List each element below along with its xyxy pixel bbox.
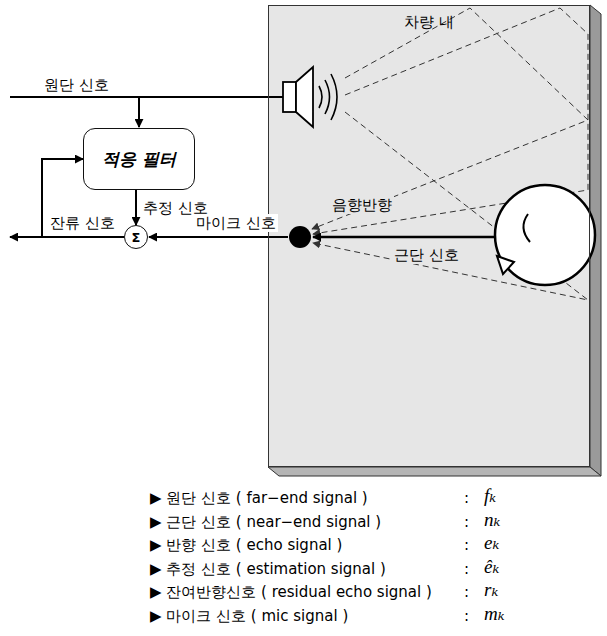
signal-label: 잔류 신호 [48, 214, 117, 232]
vehicle-depth-bottom [268, 467, 601, 476]
legend-term: ▶ 마이크 신호 ( mic signal ) [148, 607, 350, 625]
sound-wave [325, 80, 330, 114]
legend-symbol: rₖ [482, 581, 500, 599]
legend-symbol: mₖ [482, 605, 507, 623]
legend-term: ▶ 추정 신호 ( estimation signal ) [148, 560, 388, 578]
residual-output-arrow [10, 236, 43, 238]
legend-symbol: fₖ [482, 487, 498, 505]
legend-symbol: êₖ [482, 558, 501, 576]
signal-label: 마이크 신호 [194, 214, 278, 232]
adaptive-filter-box: 적응 필터 [83, 128, 195, 190]
node-text: 차량 내 [404, 13, 454, 466]
signal-label: 원단 신호 [42, 76, 111, 94]
legend-symbol: nₖ [482, 511, 502, 529]
legend-term: ▶ 근단 신호 ( near−end signal ) [148, 513, 383, 531]
vehicle-interior-box: 차량 내 [268, 5, 590, 467]
legend-symbol: eₖ [482, 534, 501, 552]
sound-wave [331, 74, 337, 120]
signal-label: 음향반향 [330, 196, 394, 214]
talker-mouth [497, 256, 514, 274]
summing-junction: Σ [124, 225, 148, 249]
legend-term: ▶ 원단 신호 ( far−end signal ) [148, 489, 370, 507]
speaker-body [283, 82, 296, 112]
legend-term: ▶ 반향 신호 ( echo signal ) [148, 536, 344, 554]
legend-colon: : [462, 607, 471, 625]
legend-term: ▶ 잔여반향신호 ( residual echo signal ) [148, 583, 434, 601]
legend-colon: : [462, 536, 471, 554]
signal-connector [135, 190, 137, 225]
legend-colon: : [462, 583, 471, 601]
legend-colon: : [462, 560, 471, 578]
signal-label: 근단 신호 [392, 246, 461, 264]
legend-colon: : [462, 489, 471, 507]
talker-head [495, 185, 595, 285]
sound-wave [319, 86, 322, 108]
node-text: 적응 필터 [102, 148, 176, 171]
near-end-arrow [313, 236, 494, 239]
far-end-wire [10, 96, 283, 98]
legend-colon: : [462, 513, 471, 531]
microphone [289, 226, 311, 248]
speaker-cone [296, 67, 313, 127]
far-end-branch-arrow [138, 97, 140, 127]
talker-eye [523, 214, 530, 242]
node-text: Σ [132, 231, 141, 244]
